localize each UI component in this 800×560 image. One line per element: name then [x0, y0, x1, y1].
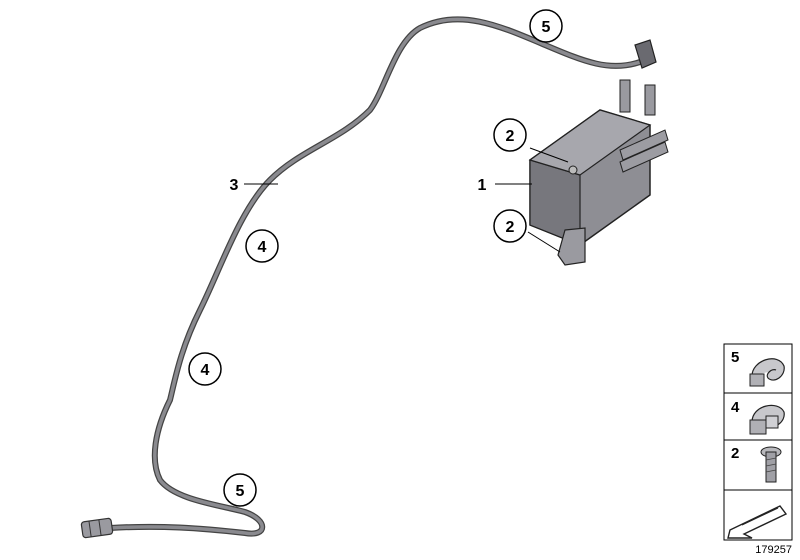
svg-text:2: 2 [506, 219, 515, 236]
direction-arrow-icon [727, 505, 788, 539]
callout-upper-bolt: 2 [493, 118, 527, 152]
callout-pipe: 3 [230, 177, 239, 194]
svg-text:3: 3 [230, 177, 239, 194]
svg-text:2: 2 [731, 445, 739, 462]
legend-item-2: 2 [731, 445, 782, 483]
svg-text:5: 5 [731, 349, 739, 366]
hose-end-connector [634, 39, 657, 69]
svg-text:4: 4 [201, 362, 210, 379]
leader-lines [244, 147, 569, 253]
svg-text:2: 2 [506, 128, 515, 145]
svg-text:5: 5 [542, 19, 551, 36]
legend-item-5: 5 [731, 349, 785, 387]
connector-end [80, 517, 114, 539]
hose-clamp-icon [749, 358, 785, 387]
svg-text:4: 4 [731, 399, 740, 416]
callout-upper-clip: 4 [245, 229, 279, 263]
callout-hose-lower-clip: 5 [223, 473, 257, 507]
cooler-unit [528, 79, 669, 266]
fuel-line [80, 16, 657, 539]
callout-cooler: 1 [478, 177, 487, 194]
callout-hose-upper-clip: 5 [529, 9, 563, 43]
bolt-icon [760, 446, 782, 483]
svg-text:5: 5 [236, 483, 245, 500]
svg-text:1: 1 [478, 177, 487, 194]
parts-legend: 5 4 2 [723, 343, 793, 541]
hose-clip-icon [749, 404, 785, 435]
callout-middle-clip: 4 [188, 352, 222, 386]
diagram-id: 179257 [755, 544, 792, 556]
callout-lower-bolt: 2 [493, 209, 527, 243]
svg-text:4: 4 [258, 239, 267, 256]
legend-item-4: 4 [731, 399, 785, 435]
